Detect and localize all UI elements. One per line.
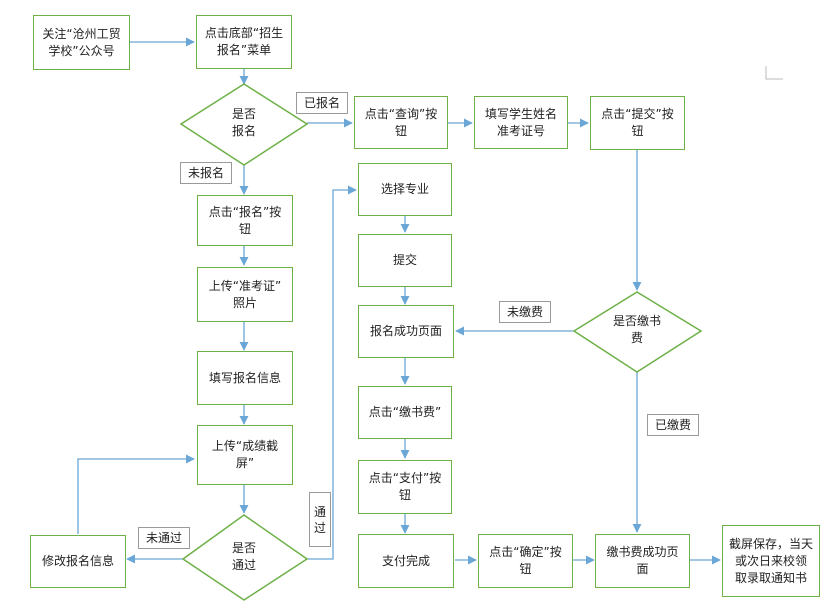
pay-done-box: 支付完成 <box>358 534 454 588</box>
label-passed: 通 过 <box>309 492 331 547</box>
decision-paid-text: 是否缴书 费 <box>612 314 661 345</box>
upload-ticket-box: 上传“准考证” 照片 <box>197 267 293 322</box>
decision-registered-text: 是否 报名 <box>231 107 256 138</box>
click-submit-box: 点击“提交”按 钮 <box>590 96 685 150</box>
decision-pass-text: 是否 通过 <box>231 541 256 572</box>
arrow-modify-to-score <box>77 454 195 534</box>
label-registered: 已报名 <box>296 92 348 114</box>
label-not-passed: 未通过 <box>138 527 190 549</box>
click-confirm-box: 点击“确定”按 钮 <box>478 534 573 588</box>
decision-paid-diamond <box>572 291 703 373</box>
fill-name-box: 填写学生姓名 准考证号 <box>474 96 568 149</box>
modify-info-box: 修改报名信息 <box>30 535 126 588</box>
label-paid: 已缴费 <box>647 414 699 436</box>
decision-pass-diamond <box>181 514 309 601</box>
fee-success-box: 缴书费成功页 面 <box>595 534 690 588</box>
click-register-box: 点击“报名”按 钮 <box>197 195 293 246</box>
click-pay-box: 点击“支付”按 钮 <box>358 460 452 514</box>
final-box: 截屏保存，当天 或次日来校领 取录取通知书 <box>722 525 820 597</box>
click-query-box: 点击“查询”按 钮 <box>354 96 448 149</box>
label-not-registered: 未报名 <box>180 162 232 184</box>
select-major-box: 选择专业 <box>358 163 452 216</box>
label-unpaid: 未缴费 <box>499 301 551 323</box>
fill-info-box: 填写报名信息 <box>197 351 293 405</box>
upload-score-box: 上传“成绩截 屏” <box>197 425 293 485</box>
click-pay-fee-box: 点击“缴书费” <box>358 386 452 439</box>
follow-account-box: 关注“沧州工贸 学校”公众号 <box>33 15 130 70</box>
submit-box: 提交 <box>358 234 452 287</box>
click-menu-box: 点击底部“招生 报名”菜单 <box>196 15 292 69</box>
decision-registered-diamond <box>179 83 309 166</box>
arrow-pass-to-major <box>307 185 357 560</box>
success-page-box: 报名成功页面 <box>358 305 454 358</box>
page-corner-mark <box>765 66 783 80</box>
